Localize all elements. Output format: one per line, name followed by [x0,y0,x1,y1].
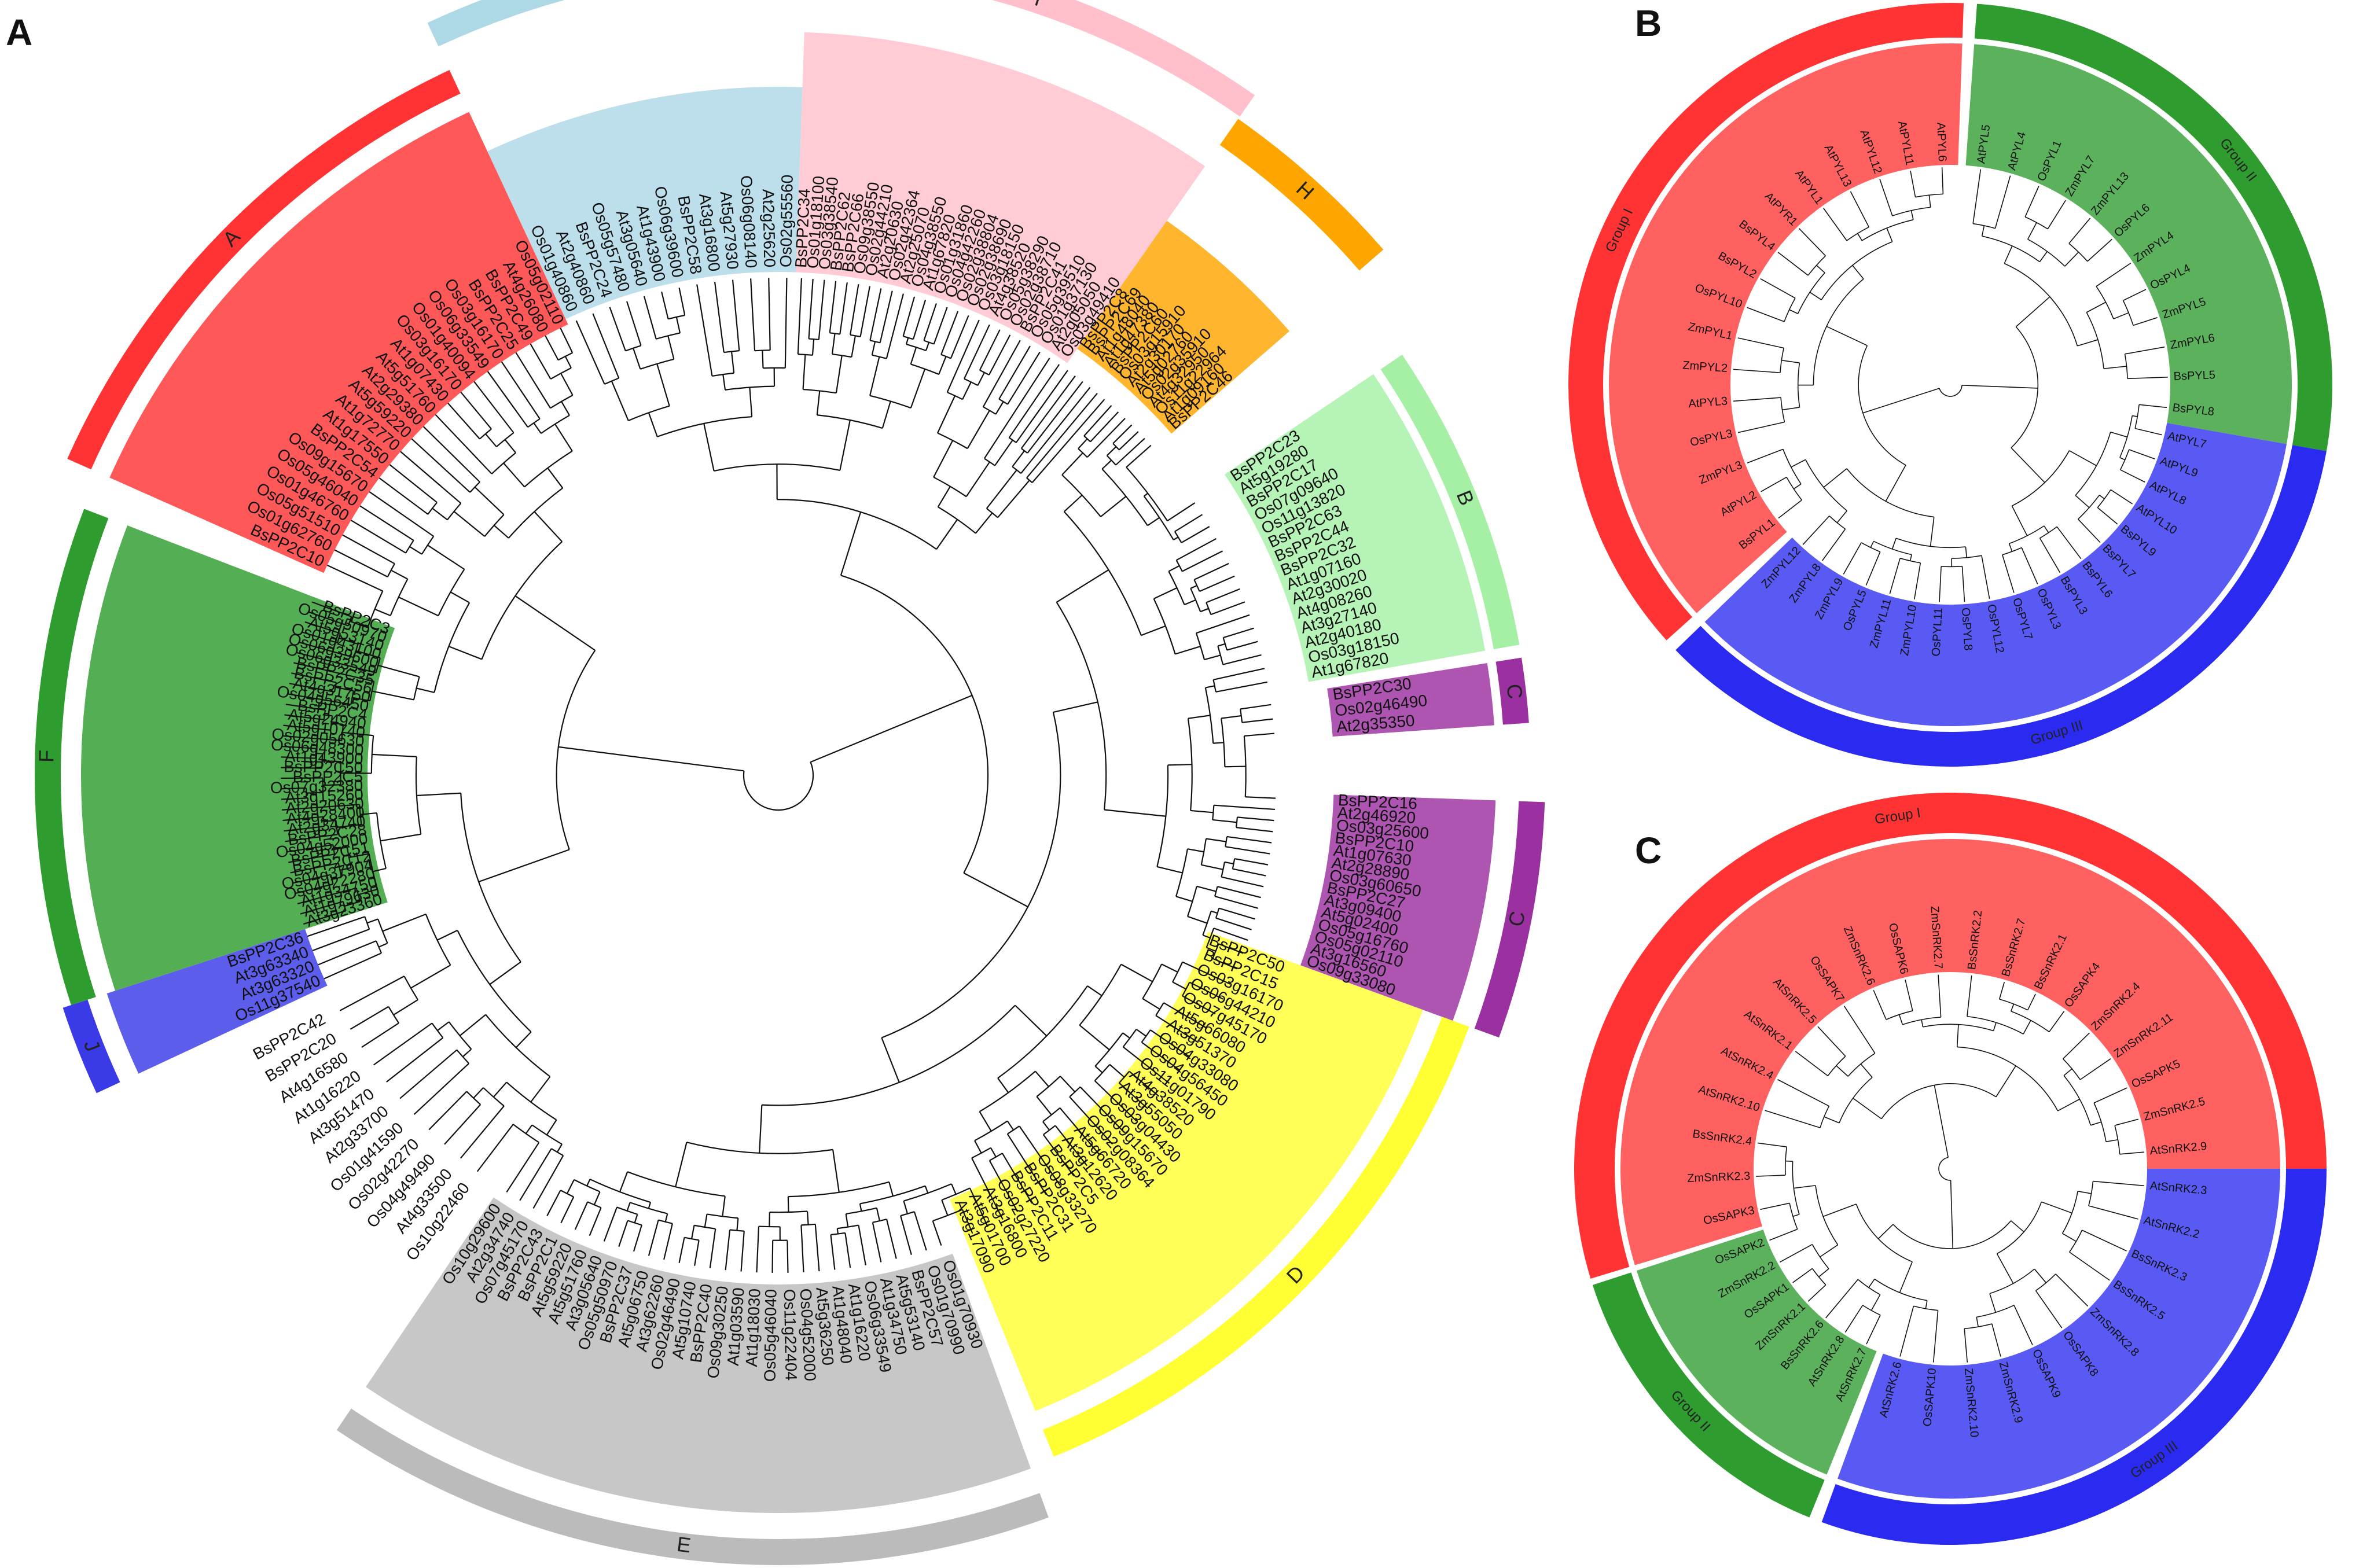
group-group-ii-background [1965,44,2292,444]
group-group-ii-band [1592,1272,1825,1518]
clade-name-c: C [1502,683,1527,700]
clade-g-0-band [427,0,565,47]
leaf-label: Os05g46040 [761,1289,780,1382]
panel-a-circular-tree: A Os01g40860At2g40860BsPP2C24Os05g57480A… [6,0,1545,1565]
panel-a-label: A [6,12,32,53]
panel-b-circular-tree: B BsPYL1AtPYL2ZmPYL3OsPYL3AtPYL3ZmPYL2Zm… [1568,2,2333,767]
leaf-label: BsPYL5 [2173,369,2215,383]
clade-h-2-background [1077,220,1290,434]
leaf-label: BsPP2C34 [792,188,813,268]
clade-b-3-band [1380,355,1520,650]
clade-a-10-band [67,70,461,470]
leaf-label: OsPYL11 [1930,608,1945,657]
clade-h-2-band [1219,119,1384,271]
leaf-label: At1g18030 [743,1288,764,1367]
clade-d-6-band [1043,1017,1469,1457]
leaf-label: Os07g32380 [270,776,363,797]
group-group-i-background [1620,839,2281,1265]
clade-a-10-background [109,112,568,573]
clade-j-8-band [63,999,120,1094]
leaf-label: BsPP2C50 [284,757,363,776]
leaf-label: Os02g55560 [777,174,796,267]
clade-i-1-background [796,32,1206,363]
leaf-label: BsPP2C16 [1337,791,1417,812]
clade-e-7-band [336,1408,1049,1565]
panel-c-label: C [1635,830,1662,871]
leaf-label: At2g25620 [759,189,779,267]
clade-e-7-background [366,1197,1031,1513]
leaf-label: AtPYL3 [1688,395,1728,410]
clade-f-9-band [34,509,109,1006]
leaf-label: BsPP2C5 [293,768,363,786]
clade-c-4-band [1495,657,1529,725]
clade-f-9-background [80,525,395,991]
group-group-iii-background [1704,422,2287,726]
panel-c-circular-tree: C OsSAPK3ZmSnRK2.3BsSnRK2.4AtSnRK2.10AtS… [1574,793,2327,1545]
clade-d-6-background [949,932,1423,1411]
clade-c-5-background [1300,794,1496,1021]
group-group-i-background [1609,43,1963,613]
leaf-label: At1g43900 [285,747,364,768]
group-group-i-band [1568,3,1964,641]
clade-c-4-background [1327,663,1494,737]
clade-i-1-band [992,0,1255,117]
leaf-label: ZmPYL2 [1682,359,1728,374]
clade-name-e: E [675,1532,692,1558]
leaf-label: At3g15260 [285,785,364,807]
clade-name-f: F [34,749,58,763]
leaf-label: AtPYL6 [1934,122,1949,162]
group-group-ii-band [1974,3,2333,451]
leaf-label: OsPYL8 [1959,607,1975,651]
group-group-ii-background [1636,1230,1877,1475]
clade-b-3-background [1225,374,1486,682]
leaf-label: Os11g22404 [781,1289,800,1381]
leaf-label: ZmSnRK2.3 [1687,1170,1751,1185]
group-group-iii-band [1675,445,2327,767]
clade-g-0-background [487,86,803,319]
group-group-iii-band [1821,1169,2327,1545]
clade-j-8-background [106,929,328,1074]
panel-b-label: B [1635,2,1662,44]
clade-c-5-band [1474,801,1545,1038]
group-group-iii-background [1838,1169,2280,1499]
